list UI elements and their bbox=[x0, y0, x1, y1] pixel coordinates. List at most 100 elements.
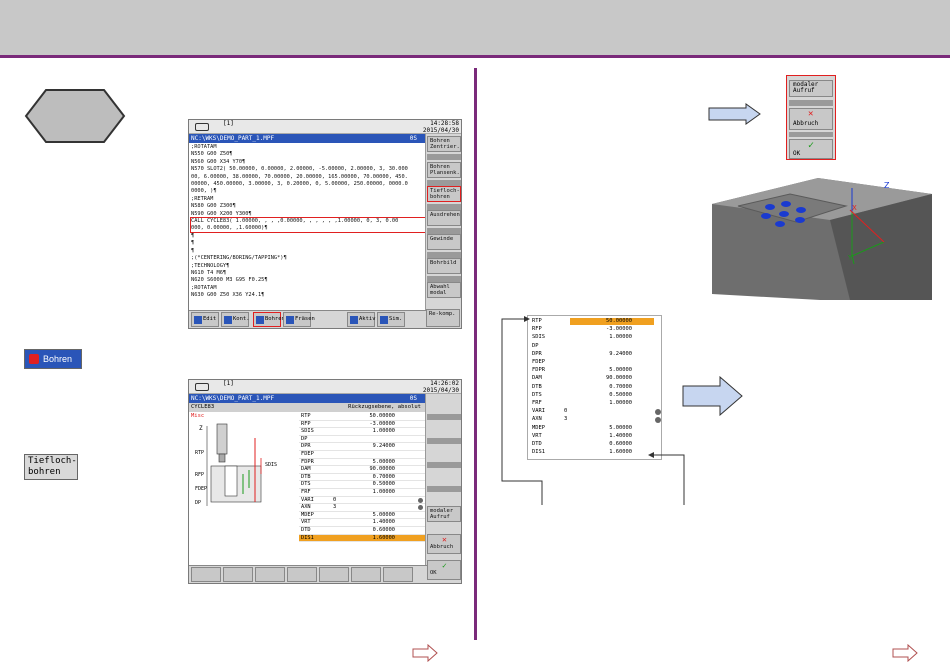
hkey-2[interactable] bbox=[223, 567, 253, 582]
softkey-modaler-aufruf[interactable]: modaler Aufruf bbox=[427, 506, 461, 522]
code-line: ;(*CENTERING/BORING/TAPPING*)¶ bbox=[191, 255, 287, 262]
toggle-icon[interactable] bbox=[418, 505, 423, 511]
tiefloch-bohren-button[interactable]: Tiefloch- bohren bbox=[24, 454, 78, 480]
param-row[interactable]: DP bbox=[299, 436, 425, 444]
workpiece-3d-view: Z X Y bbox=[712, 178, 932, 300]
param-row[interactable]: VARI 0 bbox=[528, 408, 661, 416]
bohren-button[interactable]: Bohren bbox=[24, 349, 82, 369]
toggle-icon[interactable] bbox=[655, 409, 661, 416]
param-value: 0.60000 bbox=[372, 527, 395, 533]
hkey-sim[interactable]: Sim. bbox=[377, 312, 405, 327]
param-value: 1.60000 bbox=[609, 449, 632, 456]
softkey-abbruch[interactable]: ✕ Abbruch bbox=[789, 108, 833, 130]
param-value: 0 bbox=[564, 408, 568, 415]
vertical-softkeys: Bohren Zentrier. Bohren Plansenk. Tieflo… bbox=[425, 134, 461, 328]
hkey-6[interactable] bbox=[351, 567, 381, 582]
code-line: ¶ bbox=[191, 247, 195, 254]
next-arrow-icon[interactable] bbox=[412, 644, 438, 662]
softkey-bohren-plansenk[interactable]: Bohren Plansenk. bbox=[427, 162, 461, 178]
param-row[interactable]: DIS1 1.60000 bbox=[528, 449, 661, 456]
hkey-1[interactable] bbox=[191, 567, 221, 582]
softkey-ok[interactable]: ✓ OK bbox=[789, 139, 833, 159]
program-path: NC:\WKS\DEMO_PART_1.MPF 0S bbox=[189, 394, 425, 403]
param-row[interactable]: RFP-3.00000 bbox=[299, 421, 425, 429]
param-label: RFP bbox=[532, 326, 542, 333]
softkey-gewinde[interactable]: Gewinde bbox=[427, 234, 461, 250]
toggle-icon[interactable] bbox=[655, 417, 661, 424]
hkey-7[interactable] bbox=[383, 567, 413, 582]
hkey-aktiv[interactable]: Aktiv bbox=[347, 312, 376, 327]
contour-icon bbox=[224, 316, 232, 324]
softkey-bohren-zentrier[interactable]: Bohren Zentrier. bbox=[427, 136, 461, 152]
param-value: 5.00000 bbox=[609, 424, 632, 431]
softkey-rekomp[interactable]: Re-komp. bbox=[426, 309, 460, 327]
hkey-kont[interactable]: Kont. bbox=[221, 312, 250, 327]
param-row[interactable]: FDEP bbox=[299, 451, 425, 459]
softkey-tiefloch-bohren[interactable]: Tiefloch- bohren bbox=[427, 186, 461, 202]
hkey-edit[interactable]: Edit bbox=[191, 312, 219, 327]
toggle-icon[interactable] bbox=[418, 497, 423, 503]
softkey-abbruch[interactable]: ✕ Abbruch bbox=[427, 534, 461, 554]
code-line: N590 G00 X200 Y300¶ bbox=[191, 210, 252, 217]
param-label: DP bbox=[532, 342, 539, 349]
softkey-abwahl-modal[interactable]: Abwahl modal bbox=[427, 282, 461, 298]
param-row[interactable]: DP bbox=[528, 343, 661, 350]
hkey-3[interactable] bbox=[255, 567, 285, 582]
code-line: N570 SLOT2( 50.00000, 0.00000, 2.00000, … bbox=[191, 166, 408, 173]
horizontal-softkeys: Edit Kont. Bohren Fräsen Aktiv Sim. bbox=[189, 310, 427, 328]
hkey-fraesen[interactable]: Fräsen bbox=[283, 312, 315, 327]
param-label: DTS bbox=[532, 391, 542, 398]
next-arrow-icon[interactable] bbox=[892, 644, 918, 662]
machine-icon bbox=[195, 123, 209, 131]
hkey-4[interactable] bbox=[287, 567, 317, 582]
cycle-title-bar: CYCLE83 Rückzugsebene, absolut bbox=[189, 403, 425, 412]
softkey-modaler-aufruf[interactable]: modaler Aufruf bbox=[789, 80, 833, 97]
param-row[interactable]: RFP-3.00000 bbox=[528, 326, 661, 333]
arrow-right-icon bbox=[708, 103, 761, 125]
code-line: N560 G00 X34 Y70¶ bbox=[191, 158, 246, 165]
svg-text:FDEP: FDEP bbox=[195, 486, 207, 492]
softkey-ausdrehen[interactable]: Ausdrehen bbox=[427, 210, 461, 226]
param-label: DIS1 bbox=[532, 449, 545, 456]
hkey-bohren[interactable]: Bohren bbox=[253, 312, 285, 327]
active-icon bbox=[350, 316, 358, 324]
param-label: DTS bbox=[301, 481, 311, 488]
softkey-bohrbild[interactable]: Bohrbild bbox=[427, 258, 461, 274]
param-label: DAM bbox=[532, 375, 542, 382]
channel-label: [1] bbox=[223, 380, 234, 387]
param-label: VARI bbox=[532, 408, 545, 415]
hkey-5[interactable] bbox=[319, 567, 349, 582]
param-label: DTB bbox=[301, 473, 311, 480]
param-row[interactable]: FDEP bbox=[528, 359, 661, 366]
edit-icon bbox=[194, 316, 202, 324]
softkey-ok[interactable]: ✓ OK bbox=[427, 560, 461, 580]
